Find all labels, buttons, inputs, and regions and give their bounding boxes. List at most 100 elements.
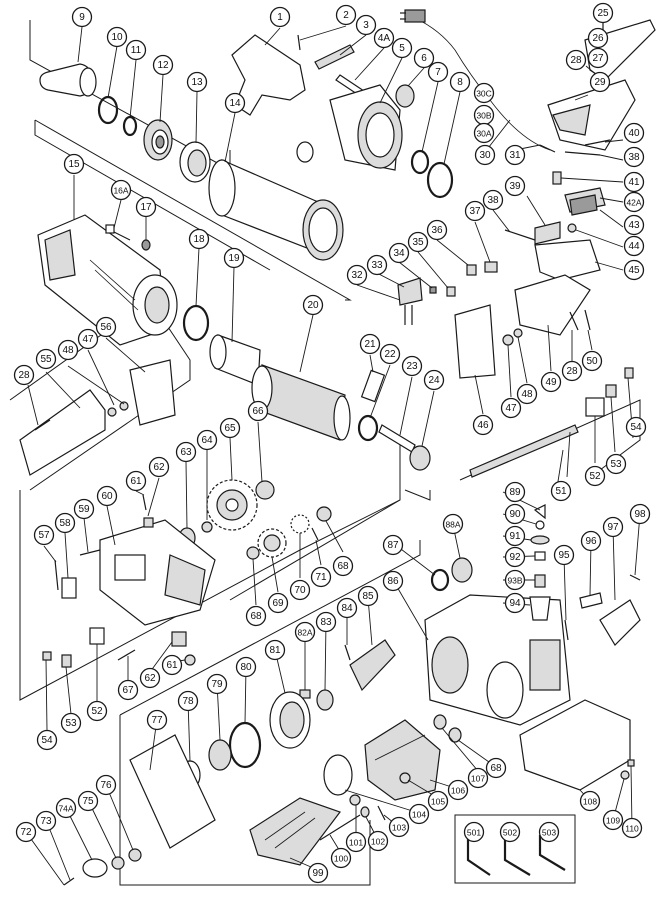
callout-bubble: [175, 441, 197, 463]
callout-bubble: [589, 71, 611, 93]
part-54a: [42, 651, 52, 661]
part-501: [466, 835, 491, 876]
part-drawings: [19, 9, 656, 886]
callout-number: 44: [628, 241, 640, 252]
callout-bubble: [186, 71, 208, 93]
callout-bubble: [63, 153, 85, 175]
callout-30B: 30B: [473, 104, 495, 126]
callout-number: 84: [341, 603, 353, 614]
callout-108: 108: [579, 790, 601, 812]
callout-100: 100: [330, 847, 352, 869]
part-91: [530, 535, 550, 545]
callout-99: 99: [307, 862, 329, 884]
part-72: [63, 877, 75, 886]
callout-bubble: [235, 656, 257, 678]
callout-number: 22: [384, 349, 396, 360]
callout-bubble: [96, 485, 118, 507]
callout-68c: 68: [485, 757, 507, 779]
callout-53b: 53: [605, 453, 627, 475]
callout-number: 89: [509, 487, 521, 498]
callout-31: 31: [504, 144, 526, 166]
callout-46: 46: [472, 414, 494, 436]
callout-28c: 28: [13, 364, 35, 386]
part-9: [39, 63, 97, 97]
callout-bubble: [427, 790, 449, 812]
callout-bubble: [553, 544, 575, 566]
callout-bubble: [602, 516, 624, 538]
part-15: [37, 214, 178, 346]
callout-bubble: [565, 49, 587, 71]
callout-number: 62: [144, 673, 156, 684]
callout-bubble: [467, 767, 489, 789]
callout-number: 98: [634, 509, 646, 520]
callout-bubble: [336, 597, 358, 619]
part-84: [344, 644, 351, 661]
callout-number: 50: [586, 356, 598, 367]
callout-20: 20: [302, 294, 324, 316]
callout-number: 93B: [507, 576, 522, 586]
callout-bubble: [463, 821, 485, 843]
callout-number: 11: [131, 45, 142, 56]
callout-110: 110: [621, 817, 643, 839]
part-86: [424, 594, 571, 726]
part-16A: [105, 224, 131, 241]
part-62a: [143, 517, 154, 528]
callout-number: 15: [68, 159, 80, 170]
callout-48b: 48: [57, 339, 79, 361]
part-502: [503, 835, 531, 876]
callout-number: 4A: [378, 33, 391, 44]
callout-bubble: [382, 570, 404, 592]
callout-bubble: [629, 503, 651, 525]
callout-bubble: [139, 667, 161, 689]
callout-number: 95: [558, 550, 570, 561]
callout-1: 1: [269, 6, 291, 28]
callout-64: 64: [196, 429, 218, 451]
part-93B: [534, 574, 546, 588]
callout-number: 26: [592, 33, 604, 44]
part-65: [206, 479, 258, 531]
callout-28b: 28: [561, 360, 583, 382]
part-503: [538, 835, 566, 871]
callout-61b: 61: [161, 654, 183, 676]
callout-number: 33: [371, 260, 383, 271]
part-90: [535, 520, 545, 530]
callout-40: 40: [623, 122, 645, 144]
callout-bubble: [482, 189, 504, 211]
part-5: [296, 84, 403, 171]
callout-bubble: [408, 803, 430, 825]
part-56: [129, 359, 176, 426]
part-52a: [89, 627, 105, 645]
callout-number: 105: [431, 797, 445, 807]
part-31: [539, 144, 556, 153]
callout-bubble: [247, 400, 269, 422]
callout-60: 60: [96, 485, 118, 507]
part-88A: [451, 557, 473, 583]
callout-44: 44: [623, 235, 645, 257]
callout-9: 9: [71, 6, 93, 28]
callout-bubble: [289, 579, 311, 601]
callout-number: 6: [421, 53, 427, 64]
callout-bubble: [382, 534, 404, 556]
callout-106: 106: [447, 779, 469, 801]
callout-bubble: [15, 821, 37, 843]
callout-67: 67: [117, 679, 139, 701]
part-53b: [605, 384, 617, 398]
callout-bubble: [302, 294, 324, 316]
part-28b: [569, 311, 579, 331]
part-80: [228, 721, 262, 769]
callout-bubble: [413, 47, 435, 69]
callout-number: 18: [193, 234, 205, 245]
callout-number: 21: [364, 339, 376, 350]
callout-82A: 82A: [294, 621, 316, 643]
callout-number: 69: [272, 598, 284, 609]
callout-number: 107: [471, 774, 485, 784]
part-8: [426, 161, 454, 199]
part-77: [129, 734, 216, 849]
callout-number: 47: [82, 334, 94, 345]
callout-number: 53: [65, 718, 77, 729]
callout-94: 94: [504, 592, 526, 614]
callout-number: 503: [542, 828, 556, 838]
callout-bubble: [625, 416, 647, 438]
part-3: [314, 44, 355, 70]
part-47a: [502, 334, 514, 346]
